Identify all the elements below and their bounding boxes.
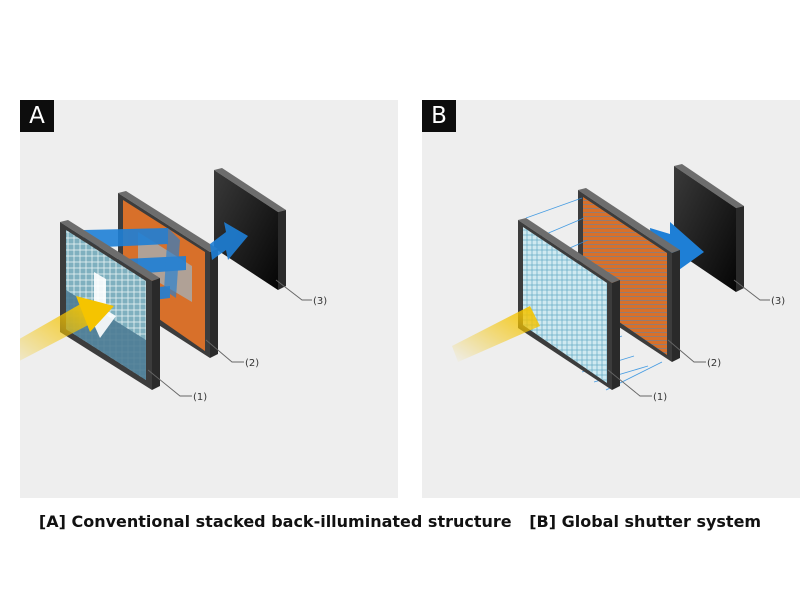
diagram-a: (1) (2) (3) [20,168,327,403]
panel-b-global-shutter: (1) (2) (3) B [422,100,800,498]
diagram-b: (1) (2) (3) [452,164,785,403]
figure-caption: [A] Conventional stacked back-illuminate… [0,512,800,531]
incoming-light-beam [452,306,540,362]
signal-arrow-large [650,222,704,272]
leader-lines [147,279,312,397]
panel-a-conventional: (1) (2) (3) A [20,100,398,498]
label-layer-2: (2) [245,358,259,369]
label-layer-3: (3) [771,296,785,307]
caption-b: [B] Global shutter system [529,512,762,531]
label-layer-1: (1) [193,392,207,403]
panel-b-badge: B [422,100,456,132]
label-layer-2: (2) [707,358,721,369]
label-layer-1: (1) [653,392,667,403]
incoming-light-beam [20,302,94,361]
label-layer-3: (3) [313,296,327,307]
layer-3-plate [214,168,286,290]
layer-1-plate [518,218,620,390]
panel-a-badge: A [20,100,54,132]
layer-3-plate [674,164,744,292]
incoming-light-head [76,296,114,332]
leader-lines [607,279,770,397]
layer-2-plate [578,188,680,362]
caption-a: [A] Conventional stacked back-illuminate… [38,512,512,531]
